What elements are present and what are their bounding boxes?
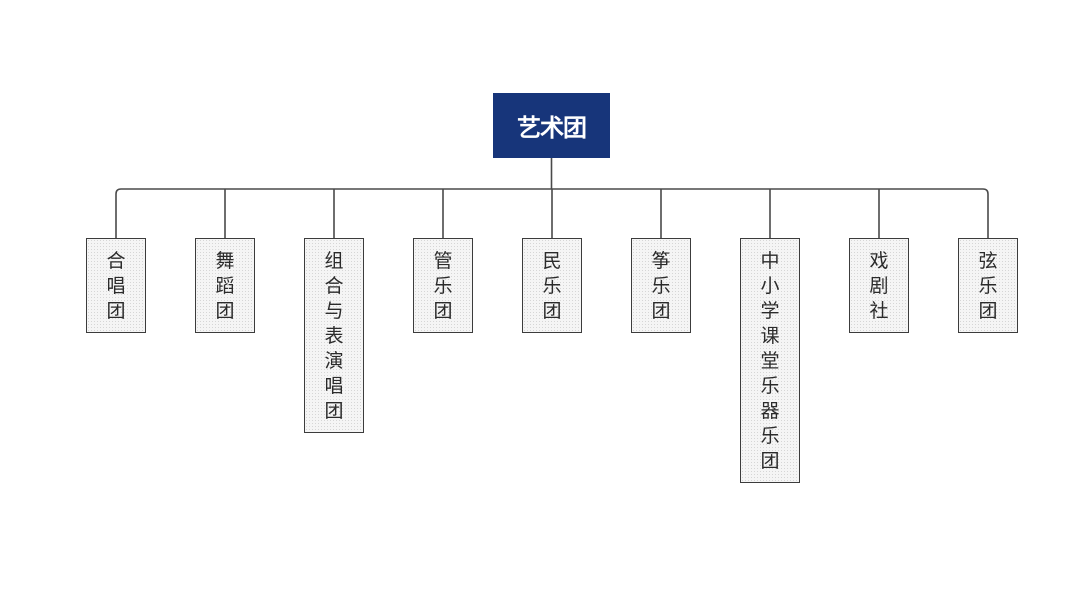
child-node-folk-orchestra[interactable]: 民乐团 (522, 238, 582, 333)
child-node-ensemble-singing[interactable]: 组合与表演唱团 (304, 238, 364, 433)
child-node-dance[interactable]: 舞蹈团 (195, 238, 255, 333)
child-node-label: 筝乐团 (651, 250, 671, 322)
root-node-art-troupe[interactable]: 艺术团 (493, 93, 610, 158)
child-node-classroom-instrument-band[interactable]: 中小学课堂乐器乐团 (740, 238, 800, 483)
child-node-label: 舞蹈团 (215, 250, 235, 322)
child-node-label: 戏剧社 (869, 250, 889, 322)
child-node-wind-band[interactable]: 管乐团 (413, 238, 473, 333)
child-node-label: 中小学课堂乐器乐团 (760, 250, 780, 472)
child-node-choir[interactable]: 合唱团 (86, 238, 146, 333)
child-node-label: 弦乐团 (978, 250, 998, 322)
child-node-label: 管乐团 (433, 250, 453, 322)
root-node-label: 艺术团 (517, 114, 587, 142)
child-node-string-orchestra[interactable]: 弦乐团 (958, 238, 1018, 333)
child-node-label: 民乐团 (542, 250, 562, 322)
child-node-drama-club[interactable]: 戏剧社 (849, 238, 909, 333)
child-node-label: 组合与表演唱团 (324, 250, 344, 422)
child-node-zheng-ensemble[interactable]: 筝乐团 (631, 238, 691, 333)
child-node-label: 合唱团 (106, 250, 126, 322)
